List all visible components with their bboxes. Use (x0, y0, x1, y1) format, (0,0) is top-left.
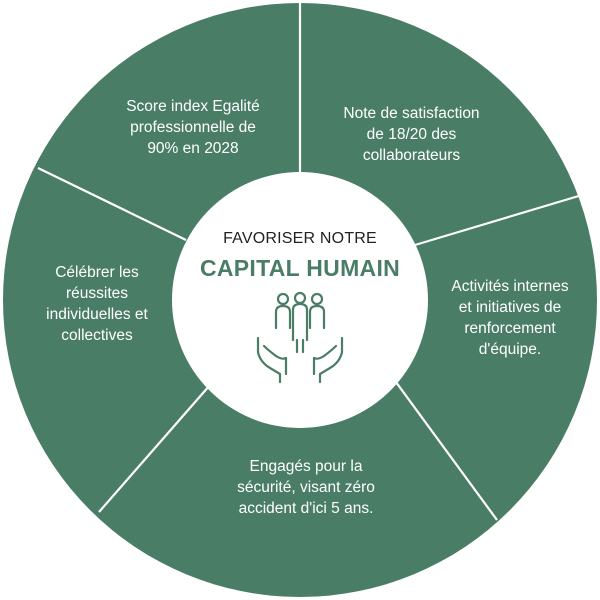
divider-lower-right (392, 377, 498, 521)
divider-upper-right (414, 193, 583, 247)
segment-label-equality: Score index Egalité professionnelle de 9… (126, 98, 260, 157)
center-circle (172, 172, 428, 428)
center-title: CAPITAL HUMAIN (199, 255, 401, 281)
center-subtitle: FAVORISER NOTRE (223, 230, 377, 247)
divider-lower-left (98, 384, 211, 513)
segment-label-satisfaction: Note de satisfaction de 18/20 des collab… (343, 105, 480, 164)
people-in-hands-icon (256, 291, 344, 384)
segment-label-celebrate: Célébrer les réussites individuelles et … (46, 264, 148, 344)
divider-upper-left (37, 167, 187, 241)
segment-label-team-building: Activités internes et initiatives de ren… (451, 278, 569, 358)
segment-label-safety: Engagés pour la sécurité, visant zéro ac… (237, 458, 375, 517)
